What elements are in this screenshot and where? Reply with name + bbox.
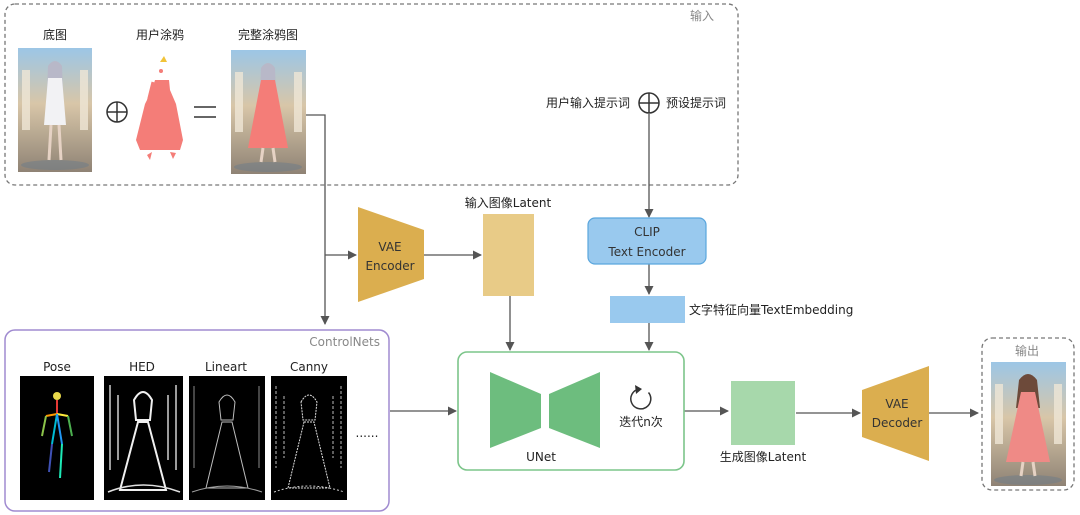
equals-operator-icon <box>194 106 216 118</box>
text-embedding-block <box>610 296 685 323</box>
unet-group: UNet 迭代n次 <box>457 351 685 471</box>
input-latent-label: 输入图像Latent <box>465 195 552 210</box>
prompt-user-label: 用户输入提示词 <box>546 95 630 110</box>
base-image-label: 底图 <box>43 27 67 42</box>
input-latent: 输入图像Latent <box>465 195 552 296</box>
controlnet-pose-image <box>20 376 94 500</box>
clip-line2: Text Encoder <box>607 245 685 259</box>
vae-encoder-line1: VAE <box>378 240 401 254</box>
unet-encoder-half <box>490 372 541 448</box>
output-group: 输出 <box>981 337 1075 491</box>
output-latent-label: 生成图像Latent <box>720 450 807 464</box>
text-embedding: 文字特征向量TextEmbedding <box>610 296 853 323</box>
prompt-plus-icon <box>638 92 660 114</box>
iterate-loop-icon <box>630 385 652 410</box>
vae-encoder: VAE Encoder <box>358 207 424 302</box>
controlnet-hed-image <box>104 376 183 500</box>
output-latent-block <box>731 381 795 445</box>
controlnets-border <box>4 329 390 512</box>
controlnet-label-pose: Pose <box>43 360 71 374</box>
unet-border <box>457 351 685 471</box>
controlnet-label-hed: HED <box>129 360 155 374</box>
controlnets-label: ControlNets <box>309 335 380 349</box>
vae-decoder-line2: Decoder <box>872 416 923 430</box>
vae-decoder-shape <box>862 366 929 461</box>
text-embedding-label: 文字特征向量TextEmbedding <box>689 302 853 317</box>
controlnet-lineart-image <box>189 376 265 500</box>
vae-decoder-line1: VAE <box>885 397 908 411</box>
input-group-label: 输入 <box>690 8 714 23</box>
controlnets-group: ControlNets Pose HED Lineart <box>4 329 390 512</box>
controlnet-label-lineart: Lineart <box>205 360 247 374</box>
full-scribble-image <box>231 50 306 174</box>
connector-scribble-to-split <box>306 114 326 255</box>
unet-decoder-half <box>549 372 600 448</box>
base-image <box>18 48 92 172</box>
input-group: 输入 底图 用户涂鸦 <box>4 3 739 186</box>
output-group-label: 输出 <box>1015 343 1039 358</box>
input-group-border <box>4 3 739 186</box>
vae-encoder-line2: Encoder <box>365 259 414 273</box>
iterate-label: 迭代n次 <box>619 415 663 429</box>
clip-line1: CLIP <box>634 225 660 239</box>
clip-box <box>587 217 707 265</box>
clip-text-encoder: CLIP Text Encoder <box>587 217 707 265</box>
controlnet-more-label: ...... <box>356 426 379 440</box>
prompt-preset-label: 预设提示词 <box>666 95 726 110</box>
input-latent-block <box>483 214 534 296</box>
controlnet-label-canny: Canny <box>290 360 328 374</box>
user-scribble <box>136 56 183 160</box>
connectors <box>306 114 979 418</box>
controlnet-canny-image <box>271 376 347 500</box>
plus-operator-icon <box>106 101 128 123</box>
full-scribble-label: 完整涂鸦图 <box>238 27 298 42</box>
output-group-border <box>981 337 1075 491</box>
vae-decoder: VAE Decoder <box>862 366 929 461</box>
vae-encoder-shape <box>358 207 424 302</box>
user-scribble-label: 用户涂鸦 <box>136 27 184 42</box>
output-image <box>991 362 1066 486</box>
unet-label: UNet <box>526 450 556 464</box>
output-latent: 生成图像Latent <box>720 381 807 464</box>
